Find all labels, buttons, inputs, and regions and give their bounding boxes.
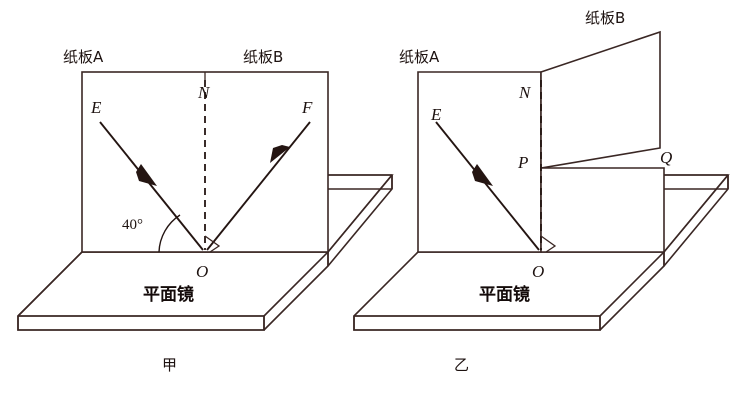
right-angle-mark-yi xyxy=(540,235,557,253)
paper-board-panel-jia xyxy=(81,71,329,253)
point-label-o-jia: O xyxy=(196,262,208,281)
plane-mirror-label-yi: 平面镜 xyxy=(479,284,530,305)
point-label-q-yi: Q xyxy=(660,148,672,167)
panel-caption-jia: 甲 xyxy=(162,356,177,374)
angle-label-40-jia: 40° xyxy=(122,217,143,233)
board-b-label-jia: 纸板B xyxy=(243,48,283,66)
point-label-e-jia: E xyxy=(90,98,102,117)
paper-board-b-quad-yi xyxy=(540,30,661,169)
mirror-right-bevel-jia xyxy=(263,252,329,331)
mirror-front-edge-yi xyxy=(353,315,601,331)
reflected-ray-jia xyxy=(206,121,311,251)
paper-board-b-flap-yi xyxy=(540,167,665,253)
right-angle-mark-jia xyxy=(204,235,221,253)
incident-ray-line-yi xyxy=(435,121,540,251)
paper-board-b-yi xyxy=(540,30,661,169)
mirror-right-top-bevel-yi xyxy=(599,251,665,317)
incident-ray-arrowhead-jia xyxy=(136,164,157,186)
paper-board-rect-jia xyxy=(81,71,329,253)
paper-board-b-flap-rect-yi xyxy=(540,167,665,253)
point-label-p-yi: P xyxy=(517,153,528,172)
point-label-n-yi: N xyxy=(518,83,532,102)
point-label-f-jia: F xyxy=(301,98,313,117)
point-label-o-yi: O xyxy=(532,262,544,281)
board-a-label-yi: 纸板A xyxy=(399,48,440,66)
point-label-n-jia: N xyxy=(197,83,211,102)
reflected-ray-line-jia xyxy=(206,121,311,251)
mirror-front-edge-jia xyxy=(17,315,265,331)
mirror-right-bevel-yi xyxy=(599,252,665,331)
panel-yi: 纸板A 纸板B E N P Q O 平面镜 乙 xyxy=(353,9,730,374)
incident-ray-arrowhead-yi xyxy=(472,164,493,186)
point-label-e-yi: E xyxy=(430,105,442,124)
incident-ray-line-jia xyxy=(99,121,204,251)
plane-mirror-label-jia: 平面镜 xyxy=(143,284,194,305)
incident-ray-yi xyxy=(435,121,540,251)
board-b-label-yi: 纸板B xyxy=(585,9,625,27)
reflected-ray-arrowhead-jia xyxy=(270,145,290,163)
panel-jia: 纸板A 纸板B E N F O 40° 平面镜 甲 xyxy=(17,48,394,374)
incident-ray-jia xyxy=(99,121,204,251)
mirror-right-top-bevel-jia xyxy=(263,251,329,317)
panel-caption-yi: 乙 xyxy=(454,356,469,374)
angle-arc-40-jia xyxy=(158,214,181,253)
board-a-label-jia: 纸板A xyxy=(63,48,104,66)
